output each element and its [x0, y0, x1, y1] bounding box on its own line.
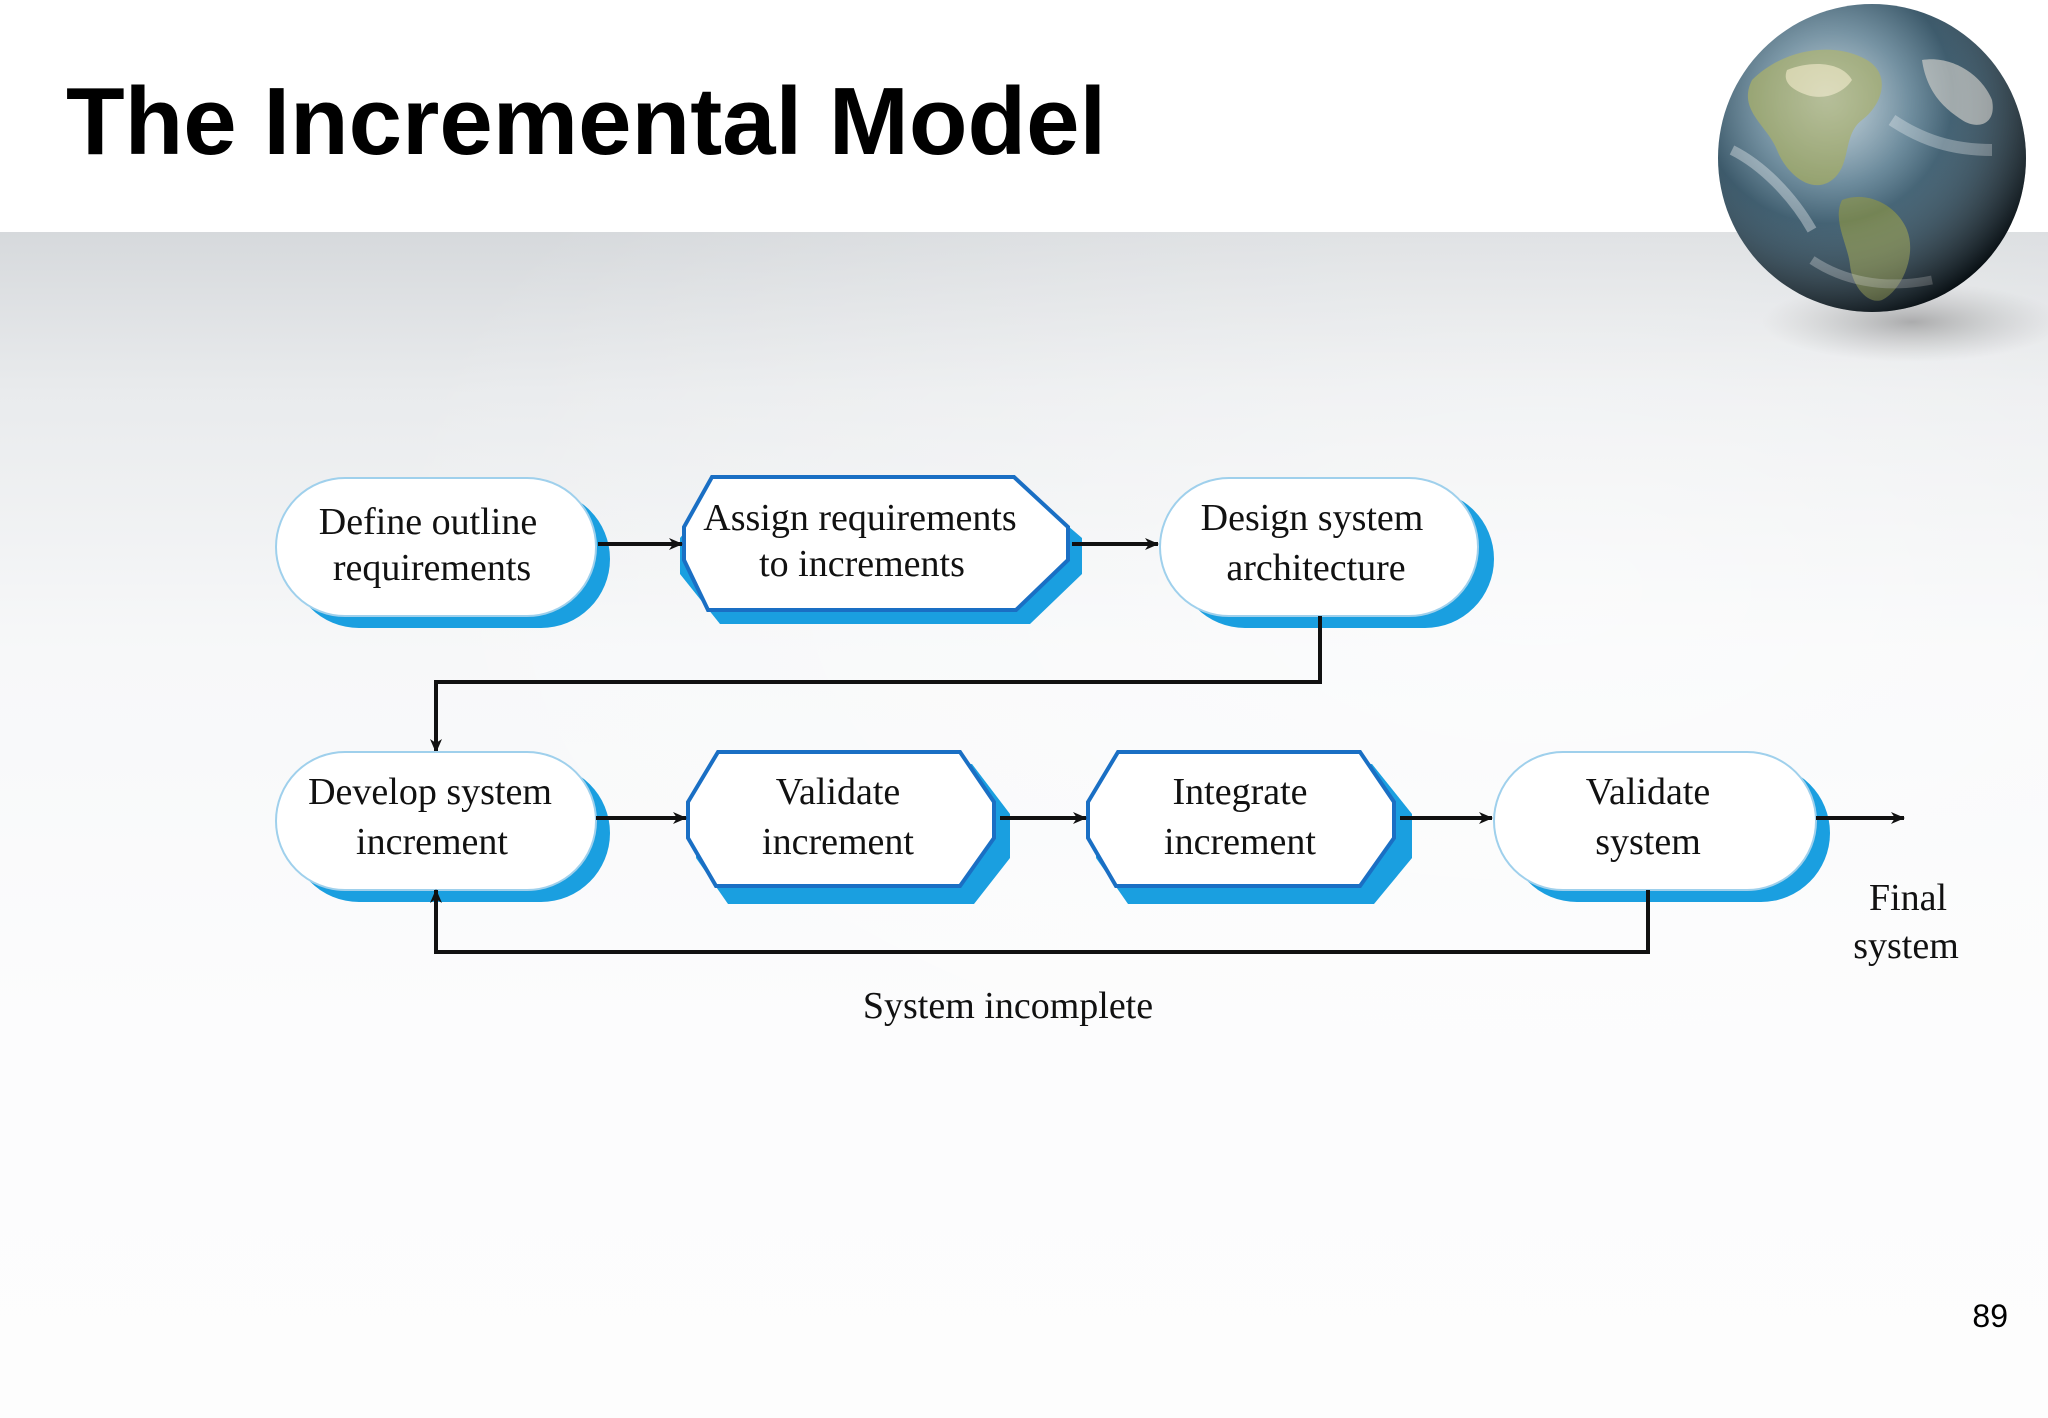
node-label: to increments — [759, 543, 965, 585]
node-integrate-increment: Integrate increment — [1086, 750, 1412, 904]
node-label: requirements — [333, 547, 531, 589]
node-label: Develop system — [308, 771, 552, 813]
node-label: system — [1595, 821, 1701, 863]
page-number: 89 — [1972, 1298, 2008, 1334]
node-label: increment — [762, 821, 914, 863]
node-label: Validate — [1586, 771, 1711, 813]
node-label: increment — [356, 821, 508, 863]
node-label: architecture — [1226, 547, 1405, 589]
node-label: Integrate — [1172, 771, 1307, 813]
node-label: Define outline — [319, 501, 537, 543]
node-validate-increment: Validate increment — [686, 750, 1010, 904]
arrow-design-to-develop — [430, 616, 1322, 753]
node-label: Validate — [776, 771, 901, 813]
final-system-label: Final — [1869, 877, 1947, 919]
node-label: Assign requirements — [703, 497, 1016, 539]
system-incomplete-label: System incomplete — [863, 985, 1153, 1027]
node-design-architecture: Design system architecture — [1159, 477, 1494, 628]
page-title: The Incremental Model — [66, 68, 1107, 175]
node-label: Design system — [1201, 497, 1424, 539]
node-assign-requirements: Assign requirements to increments — [680, 475, 1082, 624]
globe-icon — [1718, 4, 2048, 362]
arrow-system-incomplete-loop — [430, 889, 1650, 954]
node-validate-system: Validate system — [1493, 751, 1830, 902]
node-develop-increment: Develop system increment — [275, 751, 610, 902]
node-label: increment — [1164, 821, 1316, 863]
node-define-outline-requirements: Define outline requirements — [275, 477, 610, 628]
final-system-label: system — [1853, 925, 1959, 967]
